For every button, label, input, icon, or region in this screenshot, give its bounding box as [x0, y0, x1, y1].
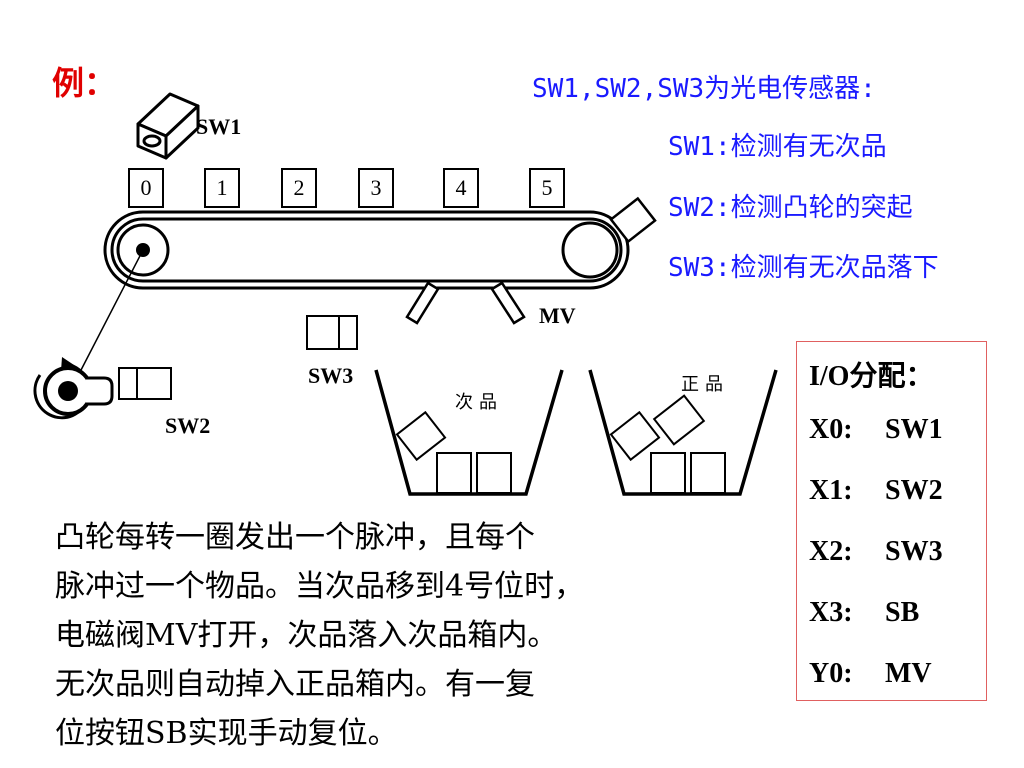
sw1-label: SW1 [196, 114, 242, 139]
sw3-sensor-icon [306, 315, 358, 350]
io-row-device: SW3 [885, 536, 943, 567]
slot-3: 3 [358, 168, 394, 208]
right-roller [561, 221, 619, 279]
io-row-device: SW1 [885, 414, 943, 445]
description-line: 凸轮每转一圈发出一个脉冲，且每个 [55, 520, 535, 555]
conveyor-belt [103, 210, 630, 290]
io-heading: I/O分配： [809, 361, 934, 392]
io-row-device: SW2 [885, 475, 943, 506]
good-bin-items [609, 394, 726, 494]
sw2-sensor-icon [118, 367, 172, 400]
mv-label: MV [539, 303, 576, 328]
sensor-line-sw2: SW2:检测凸轮的突起 [668, 193, 913, 223]
slot-0: 0 [128, 168, 164, 208]
falling-item [609, 196, 657, 244]
defect-bin-items [395, 410, 512, 494]
sw3-label: SW3 [308, 363, 354, 388]
cam-icon [33, 357, 114, 420]
example-title: 例： [52, 64, 117, 102]
sw1-sensor-icon [136, 92, 200, 160]
slot-5: 5 [529, 168, 565, 208]
io-row-addr: Y0: [809, 658, 853, 689]
io-row-addr: X0: [809, 414, 853, 445]
slot-1: 1 [204, 168, 240, 208]
slot-2: 2 [281, 168, 317, 208]
io-row-addr: X2: [809, 536, 853, 567]
slot-4: 4 [443, 168, 479, 208]
good-bin-label: 正品 [681, 374, 729, 395]
description-line: 电磁阀MV打开，次品落入次品箱内。 [55, 618, 558, 653]
sensor-line-sw1: SW1:检测有无次品 [668, 132, 887, 162]
io-row-addr: X3: [809, 597, 853, 628]
sw2-label: SW2 [165, 413, 211, 438]
io-row-device: SB [885, 597, 920, 628]
io-assignment-box: I/O分配： X0: SW1 X1: SW2 X2: SW3 X3: SB Y0… [796, 341, 987, 701]
description-line: 脉冲过一个物品。当次品移到4号位时， [55, 569, 585, 604]
description-line: 位按钮SB实现手动复位。 [55, 716, 398, 751]
solenoid-valve-mv [405, 281, 526, 325]
sensor-line-sw3: SW3:检测有无次品落下 [668, 253, 939, 283]
sensor-heading: SW1,SW2,SW3为光电传感器: [532, 74, 876, 104]
io-row-device: MV [885, 658, 932, 689]
description-line: 无次品则自动掉入正品箱内。有一复 [55, 667, 535, 702]
defect-bin-label: 次品 [455, 392, 503, 413]
cam-linkage-line [79, 249, 144, 373]
io-row-addr: X1: [809, 475, 853, 506]
